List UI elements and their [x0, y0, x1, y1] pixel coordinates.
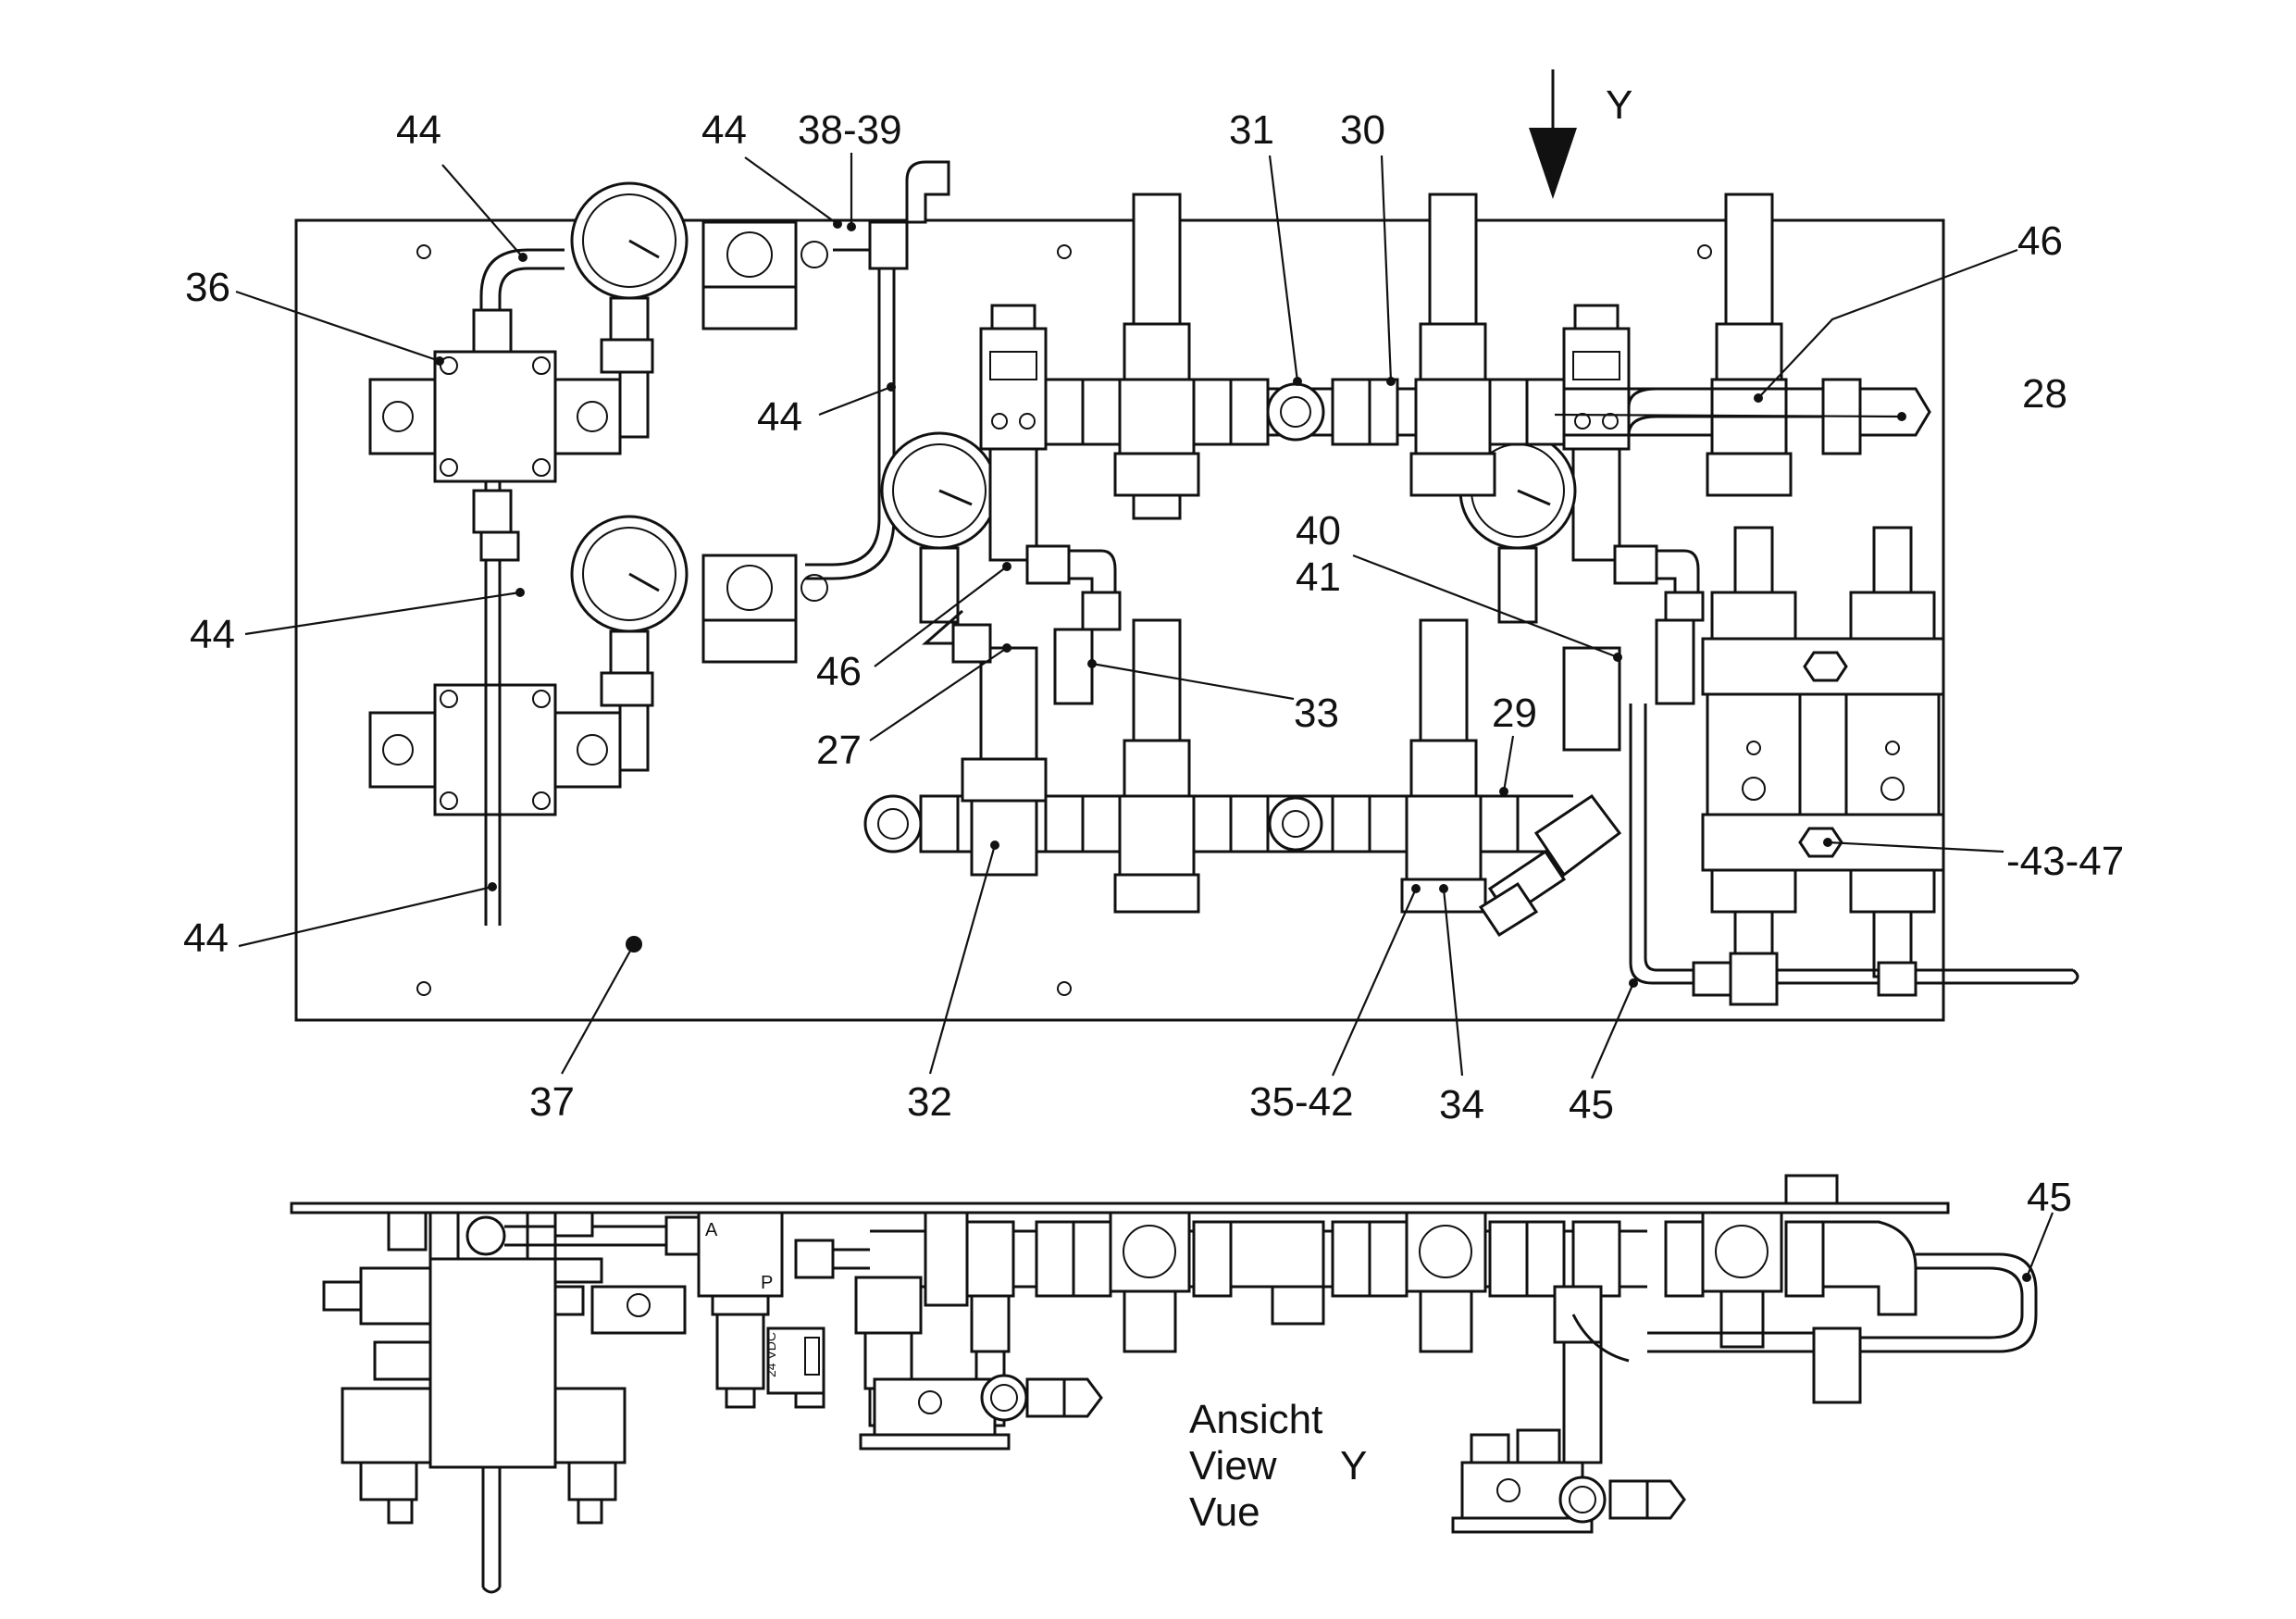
pressure-switch-side-2: [1451, 1428, 1686, 1534]
callout-46-center: 46: [816, 649, 862, 694]
callout-44-left: 44: [190, 612, 235, 657]
pressure-switch-side-1: [859, 1374, 1103, 1451]
distribution-block: [1701, 526, 1945, 978]
callout-45-side: 45: [2027, 1175, 2072, 1220]
callout-36: 36: [185, 265, 230, 310]
port-p-label: P: [761, 1273, 773, 1293]
voltage-label: 24 VDC: [763, 1332, 778, 1377]
callout-29: 29: [1492, 691, 1537, 736]
pressure-regulator-lower: [368, 683, 622, 816]
callout-31: 31: [1229, 107, 1274, 153]
callout-41: 41: [1296, 554, 1341, 600]
pressure-switch-1: [979, 304, 1048, 798]
callout-46-right: 46: [2017, 218, 2063, 264]
side-valve-2: [1405, 1211, 1487, 1353]
callout-27: 27: [816, 728, 862, 773]
callout-30: 30: [1340, 107, 1385, 153]
mounting-plate: [294, 218, 1945, 1022]
view-arrow-label: Y: [1606, 82, 1632, 128]
side-view: A P 24 VDC: [290, 1174, 2038, 1594]
pressure-gauge-3: [880, 431, 999, 624]
callout-44-middle: 44: [757, 394, 802, 440]
solenoid-valve-upper-1: [1113, 193, 1200, 520]
filter-valve-upper: [701, 220, 828, 330]
solenoid-valve-lower-1: [1113, 618, 1200, 914]
callout-35-42: 35-42: [1249, 1079, 1354, 1125]
view-caption-line3: Vue: [1189, 1489, 1260, 1535]
callout-40: 40: [1296, 508, 1341, 554]
side-solenoid-valve: A P 24 VDC: [697, 1211, 825, 1409]
pressure-regulator-upper: [368, 350, 622, 483]
top-view: [294, 69, 2079, 1022]
callout-leaders: 44 44 38-39 31 30 Y 46 36 44 28 40 41 44…: [183, 82, 2124, 1282]
side-valve-3: [1701, 1211, 1783, 1349]
pressure-switch-2: [1562, 304, 1631, 752]
solenoid-valve-upper-3: [1706, 193, 1793, 497]
hand-valve: [863, 794, 960, 853]
callout-33: 33: [1294, 691, 1339, 736]
callout-44-bottom: 44: [183, 915, 229, 961]
angle-fitting: [1478, 793, 1622, 938]
solenoid-valve-upper-2: [1409, 193, 1496, 497]
pressure-gauge-1: [570, 181, 689, 439]
callout-45-top: 45: [1569, 1082, 1614, 1127]
callout-43-47: -43-47: [2006, 839, 2124, 884]
port-a-label: A: [705, 1220, 718, 1240]
view-y-arrow: [1529, 69, 1577, 199]
callout-44-top: 44: [701, 107, 747, 153]
callout-44-top-left: 44: [396, 107, 441, 153]
solenoid-valve-lower-2: [1400, 618, 1487, 914]
side-valve-1: [1109, 1211, 1191, 1353]
view-caption-line1: Ansicht: [1189, 1397, 1322, 1442]
callout-38-39: 38-39: [798, 107, 902, 153]
callout-34: 34: [1439, 1082, 1484, 1127]
callout-37: 37: [529, 1079, 575, 1125]
tee-fitting-32: [961, 757, 1048, 877]
view-caption-line2: View: [1189, 1443, 1277, 1488]
pressure-gauge-2: [570, 515, 689, 772]
callout-28: 28: [2022, 371, 2067, 417]
filter-valve-lower: [701, 554, 828, 664]
view-caption: Ansicht View Vue Y: [1189, 1397, 1367, 1535]
view-caption-letter: Y: [1340, 1443, 1367, 1488]
callout-32: 32: [907, 1079, 952, 1125]
